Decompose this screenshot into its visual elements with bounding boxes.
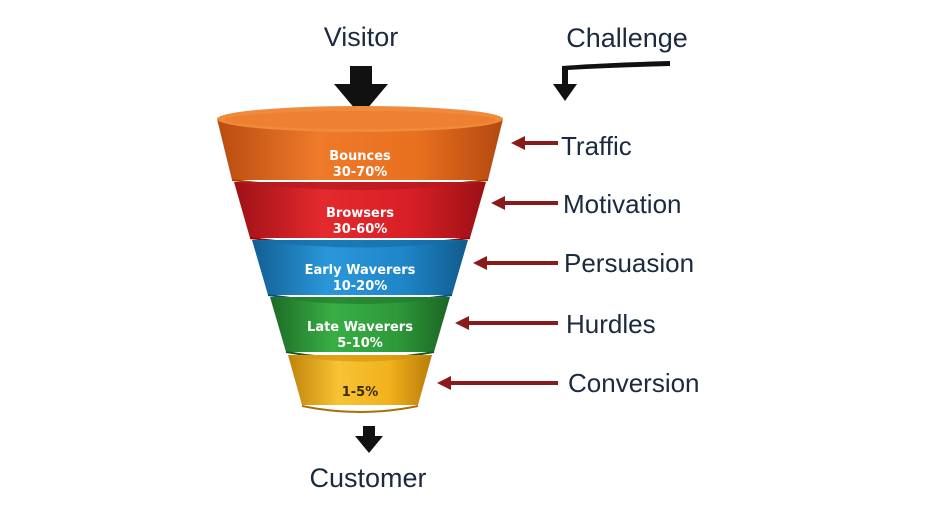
challenge-label: Challenge xyxy=(566,23,688,53)
tier-range-early-waverers: 10-20% xyxy=(333,279,388,294)
tier-range-late-waverers: 5-10% xyxy=(337,336,383,351)
challenge-motivation: Motivation xyxy=(563,189,682,219)
challenge-row-conversion: Conversion xyxy=(437,368,700,398)
tier-range-bounces: 30-70% xyxy=(333,165,388,180)
challenge-traffic: Traffic xyxy=(561,131,632,161)
down-arrow-icon xyxy=(355,426,383,453)
left-arrow-icon xyxy=(437,376,558,390)
funnel-tier-browsers: Browsers 30-60% xyxy=(234,182,486,247)
customer-label: Customer xyxy=(309,463,426,493)
tier-name-browsers: Browsers xyxy=(326,206,394,221)
challenge-persuasion: Persuasion xyxy=(564,248,694,278)
tier-name-late-waverers: Late Waverers xyxy=(307,320,413,335)
left-arrow-icon xyxy=(491,196,558,210)
funnel-tier-bounces: Bounces 30-70% xyxy=(217,106,503,189)
challenge-row-hurdles: Hurdles xyxy=(455,309,656,339)
challenge-hurdles: Hurdles xyxy=(566,309,656,339)
left-arrow-icon xyxy=(511,136,558,150)
tier-range-browsers: 30-60% xyxy=(333,222,388,237)
left-arrow-icon xyxy=(455,316,558,330)
tier-name-bounces: Bounces xyxy=(329,149,391,164)
challenge-row-motivation: Motivation xyxy=(491,189,682,219)
tier-range-conversion: 1-5% xyxy=(342,385,379,400)
left-arrow-icon xyxy=(473,256,558,270)
challenge-conversion: Conversion xyxy=(568,368,700,398)
funnel-tier-early-waverers: Early Waverers 10-20% xyxy=(252,240,468,303)
funnel-tier-late-waverers: Late Waverers 5-10% xyxy=(270,297,450,360)
hooked-down-arrow-icon xyxy=(553,61,670,101)
challenge-row-persuasion: Persuasion xyxy=(473,248,694,278)
tier-name-early-waverers: Early Waverers xyxy=(305,263,416,278)
challenge-row-traffic: Traffic xyxy=(511,131,632,161)
down-arrow-icon xyxy=(334,66,388,116)
visitor-label: Visitor xyxy=(324,22,399,52)
funnel-tier-conversion: 1-5% xyxy=(288,355,432,413)
